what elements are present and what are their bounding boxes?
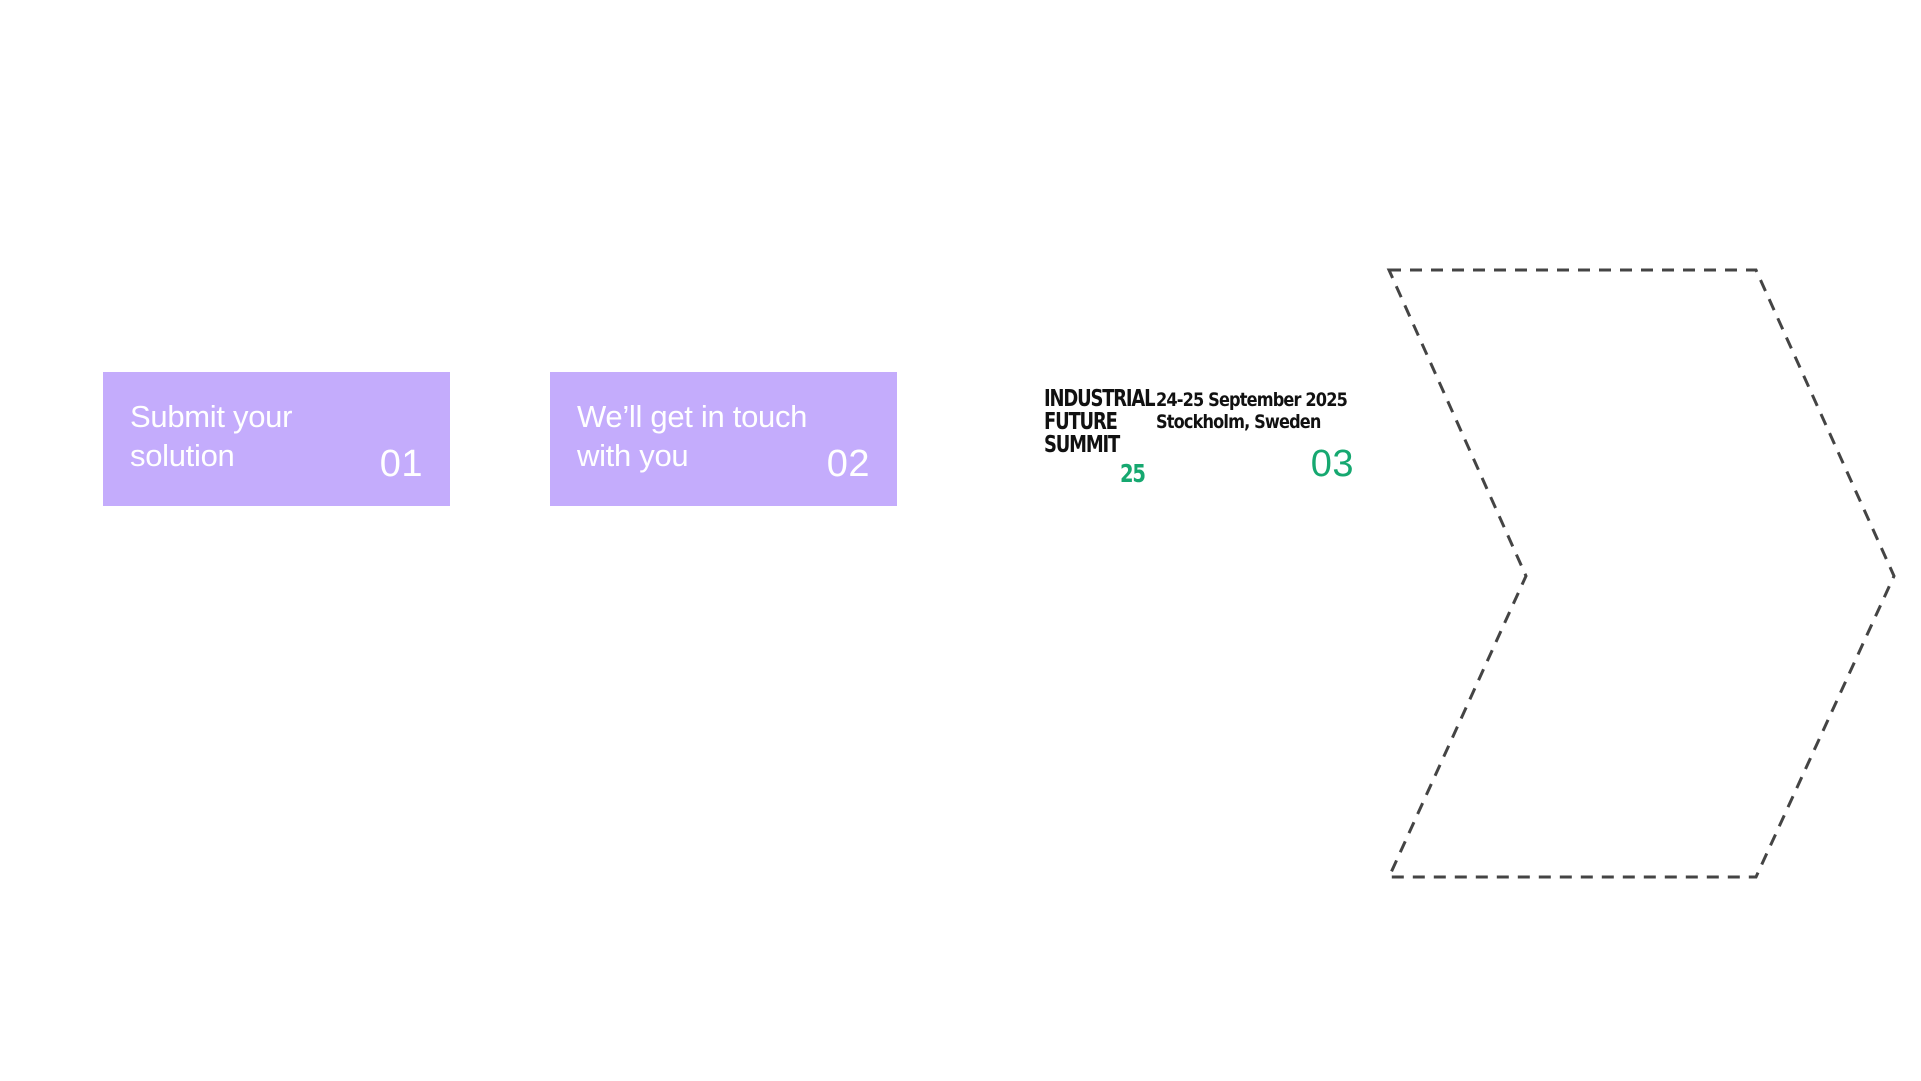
step-2-box: We’ll get in touch with you 02 [550, 372, 897, 506]
logo-line-2: FUTURE [1044, 409, 1118, 435]
chevron-outline-shape [1386, 268, 1896, 879]
event-logo: INDUSTRIAL FUTURE SUMMIT [1044, 386, 1156, 458]
step-2-number: 02 [826, 443, 870, 485]
step-1-number: 01 [379, 443, 423, 485]
step-1-label: Submit your solution [130, 399, 293, 473]
logo-line-1: INDUSTRIAL [1044, 386, 1156, 412]
step-3-event: INDUSTRIAL FUTURE SUMMIT 25 24-25 Septem… [1044, 388, 1354, 498]
step-2-label: We’ll get in touch with you [577, 399, 808, 473]
step-1-box: Submit your solution 01 [103, 372, 450, 506]
logo-line-3: SUMMIT [1044, 432, 1120, 458]
event-dates: 24-25 September 2025 [1156, 389, 1348, 411]
event-info: 24-25 September 2025 Stockholm, Sweden [1156, 389, 1348, 433]
event-location: Stockholm, Sweden [1156, 411, 1321, 433]
step-3-number: 03 [1310, 443, 1354, 485]
logo-year: 25 [1120, 459, 1146, 488]
